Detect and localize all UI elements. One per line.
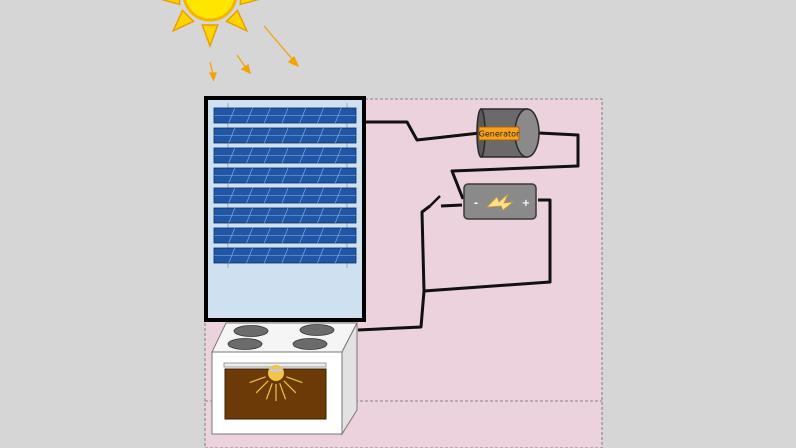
burner-front-left — [227, 338, 263, 350]
burner-front-right — [292, 338, 328, 350]
solar-cell-divider — [299, 167, 307, 184]
bulb-ray — [255, 380, 269, 394]
solar-cell-divider — [299, 227, 307, 244]
sun-ray — [239, 0, 260, 6]
solar-cell-divider — [317, 187, 324, 204]
solar-cell-divider — [334, 127, 342, 144]
generator-label: Generator — [479, 130, 520, 139]
solar-cell-divider — [246, 207, 253, 224]
solar-cell-divider — [317, 147, 324, 164]
solar-cell-divider — [263, 127, 271, 144]
sun-icon — [160, 0, 260, 49]
solar-cell-divider — [228, 127, 236, 144]
solar-cell-divider — [246, 187, 253, 204]
solar-cell-divider — [228, 207, 236, 224]
solar-panel — [204, 96, 366, 322]
bulb-ray — [249, 376, 266, 384]
solar-cell-divider — [334, 227, 342, 244]
bulb-ray — [283, 380, 297, 394]
solar-cell-divider — [228, 187, 236, 204]
solar-cell-divider — [317, 127, 324, 144]
solar-cell-divider — [281, 227, 289, 244]
solar-cell-divider — [334, 107, 342, 124]
solar-cell-divider — [317, 227, 324, 244]
sun-ray-arrows — [208, 25, 300, 82]
solar-cell-divider — [281, 167, 289, 184]
solar-cell-divider — [299, 207, 307, 224]
solar-cell-divider — [246, 167, 253, 184]
solar-cell-divider — [263, 247, 271, 264]
bulb-ray — [286, 376, 303, 384]
burner-back-left — [233, 325, 269, 337]
solar-cell-divider — [334, 247, 342, 264]
solar-cell-divider — [281, 107, 289, 124]
solar-cell-divider — [263, 167, 271, 184]
solar-cell-divider — [299, 107, 307, 124]
burner-back-right — [299, 324, 335, 336]
solar-cell-divider — [334, 207, 342, 224]
solar-cell-divider — [228, 247, 236, 264]
solar-cell-divider — [263, 227, 271, 244]
solar-cell-divider — [246, 227, 253, 244]
sun-ray — [160, 0, 181, 6]
wire-switch-to-battery — [440, 203, 463, 208]
switch-icon — [429, 195, 441, 207]
light-bulb-icon — [249, 365, 303, 401]
solar-cell-divider — [317, 107, 324, 124]
oven-icon — [211, 322, 358, 436]
solar-cell-divider — [334, 187, 342, 204]
solar-cell-divider — [317, 247, 324, 264]
battery: - + — [463, 183, 537, 220]
solar-cell-divider — [317, 207, 324, 224]
wire-generator-to-battery — [450, 131, 580, 200]
bulb-ray — [279, 383, 287, 400]
solar-cell-divider — [281, 207, 289, 224]
solar-cell-divider — [299, 127, 307, 144]
solar-cell-divider — [228, 167, 236, 184]
wires — [357, 120, 580, 332]
solar-cell-divider — [228, 227, 236, 244]
generator: Generator — [476, 108, 540, 158]
wire-switch-loop — [420, 198, 552, 293]
solar-cell-divider — [263, 147, 271, 164]
solar-cell-divider — [281, 127, 289, 144]
solar-cell-divider — [263, 107, 271, 124]
solar-cell-divider — [281, 247, 289, 264]
battery-plus-label: + — [522, 198, 530, 209]
wire-loop-to-oven — [357, 290, 426, 332]
solar-cell-divider — [281, 147, 289, 164]
solar-cell-divider — [334, 167, 342, 184]
solar-cell-divider — [263, 187, 271, 204]
solar-cell-divider — [281, 187, 289, 204]
solar-cell-divider — [263, 207, 271, 224]
wire-panel-to-generator — [364, 120, 481, 142]
solar-cell-divider — [246, 127, 253, 144]
solar-cell-divider — [228, 107, 236, 124]
solar-cell-divider — [246, 107, 253, 124]
solar-cell-divider — [246, 247, 253, 264]
sun-ray — [171, 9, 195, 33]
solar-cell-divider — [334, 147, 342, 164]
solar-cell-divider — [317, 167, 324, 184]
battery-minus-label: - — [474, 198, 478, 209]
solar-cell-divider — [228, 147, 236, 164]
lightning-bolt-icon — [485, 193, 515, 211]
solar-cell-divider — [299, 247, 307, 264]
solar-cell-divider — [246, 147, 253, 164]
sun-ray — [201, 24, 219, 49]
solar-cell-divider — [299, 187, 307, 204]
bulb-ray — [265, 383, 273, 400]
solar-cell-divider — [299, 147, 307, 164]
sun-ray — [225, 9, 249, 33]
